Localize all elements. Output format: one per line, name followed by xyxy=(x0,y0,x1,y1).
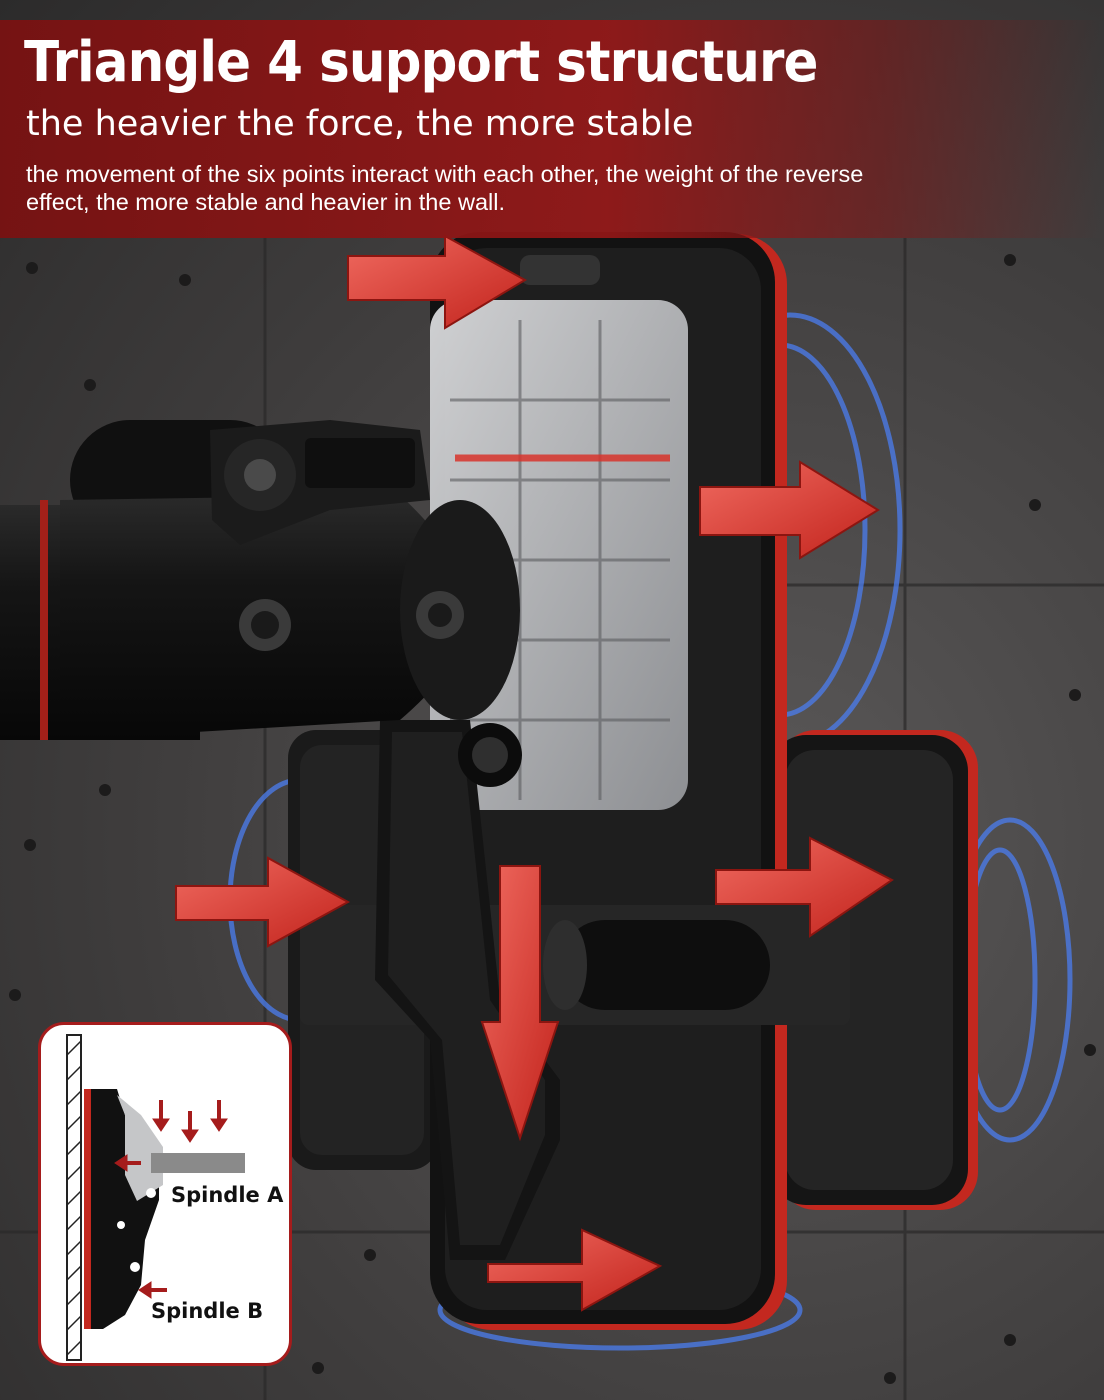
arrow-icon xyxy=(347,234,528,330)
arrow-icon xyxy=(715,836,894,938)
arrow-icon xyxy=(175,856,351,948)
arrow-icon xyxy=(487,1228,663,1312)
arm-bracket xyxy=(375,720,560,1260)
spindle-a-label: Spindle A xyxy=(171,1183,284,1207)
page-title: Triangle 4 support structure xyxy=(24,30,818,95)
page-subtitle: the heavier the force, the more stable xyxy=(26,104,694,144)
arrow-icon xyxy=(480,865,560,1142)
arrow-icon xyxy=(699,460,880,560)
spindle-diagram xyxy=(66,1034,245,1361)
force-arrows xyxy=(175,234,894,1312)
pull-up-bar xyxy=(0,420,520,740)
spindle-diagram-inset: Spindle A Spindle B xyxy=(38,1022,292,1366)
spindle-b-label: Spindle B xyxy=(151,1299,264,1323)
header-band xyxy=(0,20,1104,238)
page-description: the movement of the six points interact … xyxy=(26,161,864,215)
